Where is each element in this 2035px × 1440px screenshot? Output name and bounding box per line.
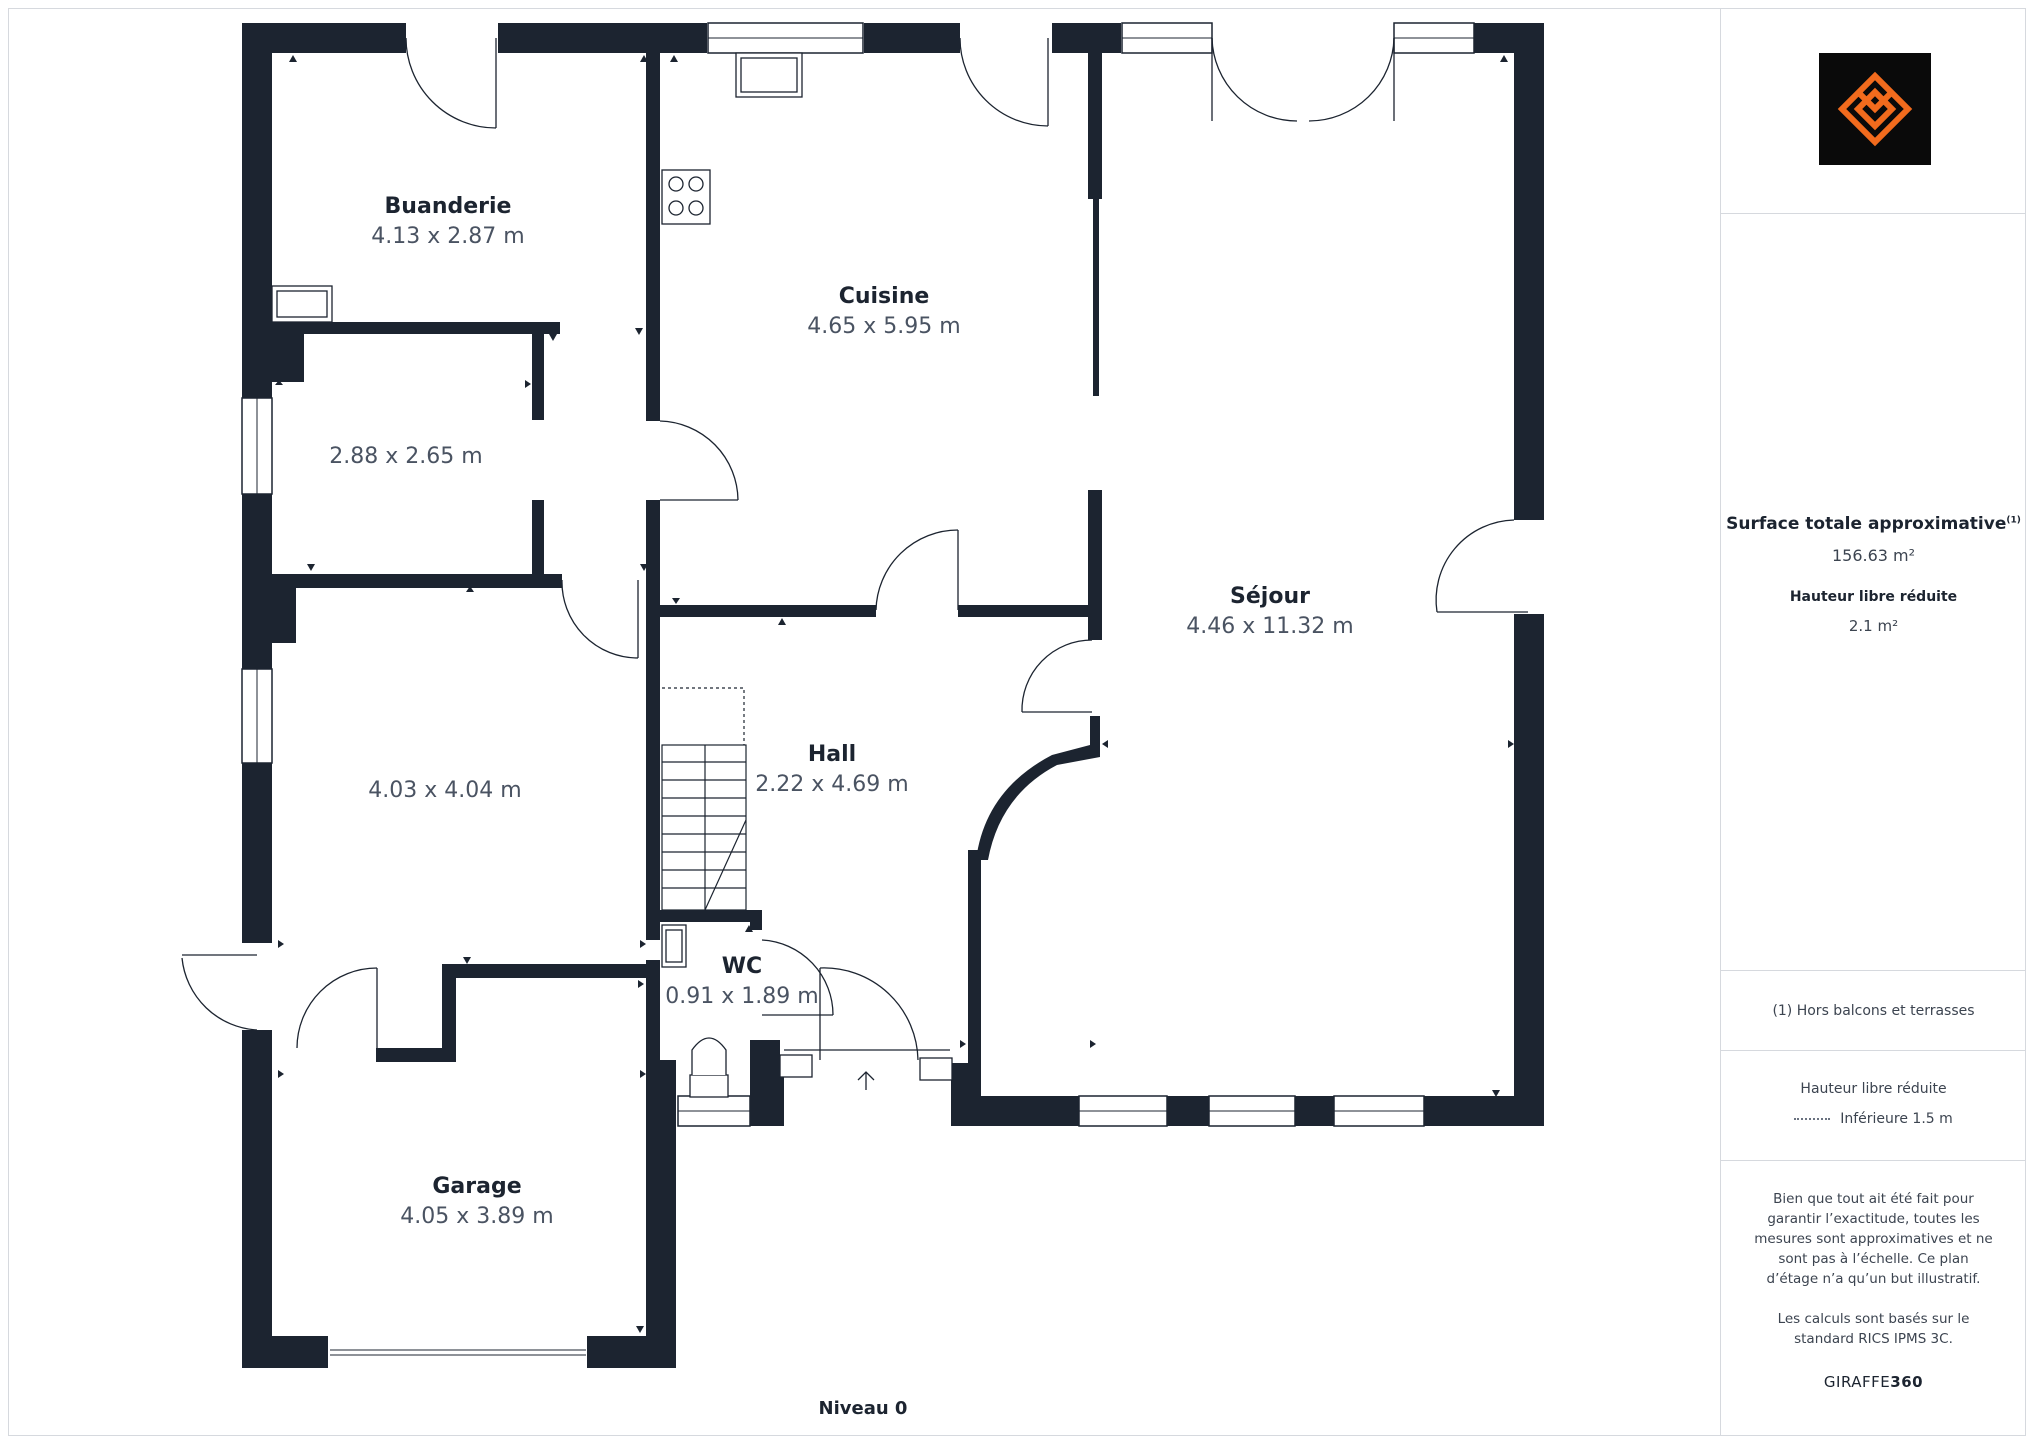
room-name-sejour: Séjour [1230,584,1310,609]
disclaimer-section: Bien que tout ait été fait pour garantir… [1721,1161,2026,1436]
up-arrow-icon [857,1071,875,1090]
reduced-height-value: 2.1 m² [1848,617,1899,635]
brand-name-part-b: 360 [1890,1373,1924,1391]
brand-name-part-a: GIRAFFE [1823,1373,1891,1391]
brand-name: GIRAFFE360 [1721,1373,2026,1391]
info-sidebar: Surface totale approximative(1) 156.63 m… [1720,8,2026,1436]
legend-row: Inférieure 1.5 m [1721,1111,2026,1127]
disclaimer-text: Bien que tout ait été fait pour garantir… [1754,1191,1993,1287]
fixtures [271,52,953,1098]
footnote-section: (1) Hors balcons et terrasses [1721,971,2026,1051]
room-dims-sejour: 4.46 x 11.32 m [1186,614,1354,639]
reduced-height-title: Hauteur libre réduite [1789,589,1958,605]
page-frame [8,8,2026,1436]
legend-title: Hauteur libre réduite [1800,1081,1947,1097]
dotted-line-icon [1794,1118,1831,1120]
room-name-wc: WC [721,954,763,979]
surface-section: Surface totale approximative(1) 156.63 m… [1721,214,2026,971]
logo-section [1721,8,2026,214]
logo-mark [1837,71,1913,147]
level-label: Niveau 0 [818,1398,908,1419]
room-dims-garage: 4.05 x 3.89 m [400,1204,554,1229]
room-dims-room2: 2.88 x 2.65 m [329,444,483,469]
staircase [661,687,747,911]
legend-item: Inférieure 1.5 m [1840,1111,1953,1127]
door-swings [181,37,1528,1061]
total-footnote-mark: (1) [2006,515,2021,526]
legend-section: Hauteur libre réduite Inférieure 1.5 m [1721,1051,2026,1161]
total-title: Surface totale approximative(1) [1721,514,2026,534]
markers [275,55,1514,1333]
footnote-text: (1) Hors balcons et terrasses [1772,1003,1975,1019]
room-dims-room4: 4.03 x 4.04 m [368,778,522,803]
diamond-knot-logo [1819,53,1931,165]
room-name-hall: Hall [807,742,857,767]
room-dims-wc: 0.91 x 1.89 m [665,984,819,1009]
room-dims-buanderie: 4.13 x 2.87 m [371,224,525,249]
window-lines [256,37,1474,1356]
room-name-buanderie: Buanderie [384,194,512,219]
standard-text: Les calculs sont basés sur le standard R… [1777,1311,1970,1347]
floor-plan: Buanderie 4.13 x 2.87 m Cuisine 4.65 x 5… [181,22,1544,1419]
room-dims-hall: 2.22 x 4.69 m [755,772,909,797]
floor-plan-drawing [181,22,1544,1368]
room-dims-cuisine: 4.65 x 5.95 m [807,314,961,339]
walls [242,23,1544,1368]
total-value: 156.63 m² [1831,546,1916,565]
total-title-text: Surface totale approximative [1726,514,2007,534]
room-name-cuisine: Cuisine [838,284,930,309]
room-name-garage: Garage [432,1174,522,1199]
